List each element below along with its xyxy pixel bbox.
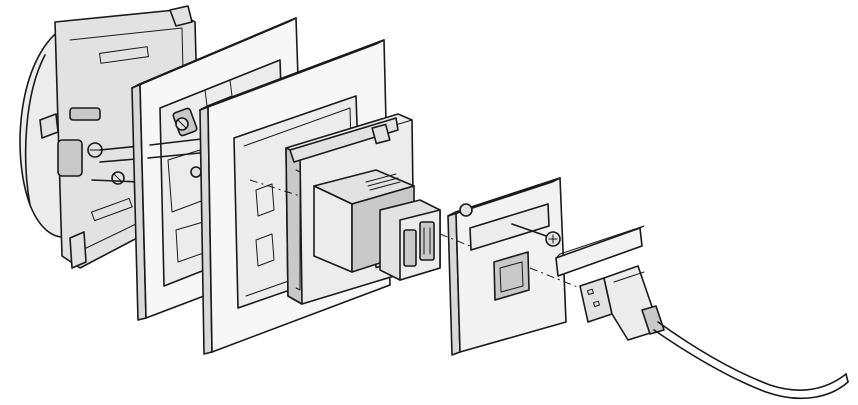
usb-charger-module — [285, 113, 441, 305]
center-cover-plate — [447, 177, 567, 356]
usb-cable — [579, 265, 849, 400]
label-strip — [555, 225, 645, 277]
assembly-axis — [249, 179, 581, 289]
fixing-screw — [511, 223, 561, 247]
